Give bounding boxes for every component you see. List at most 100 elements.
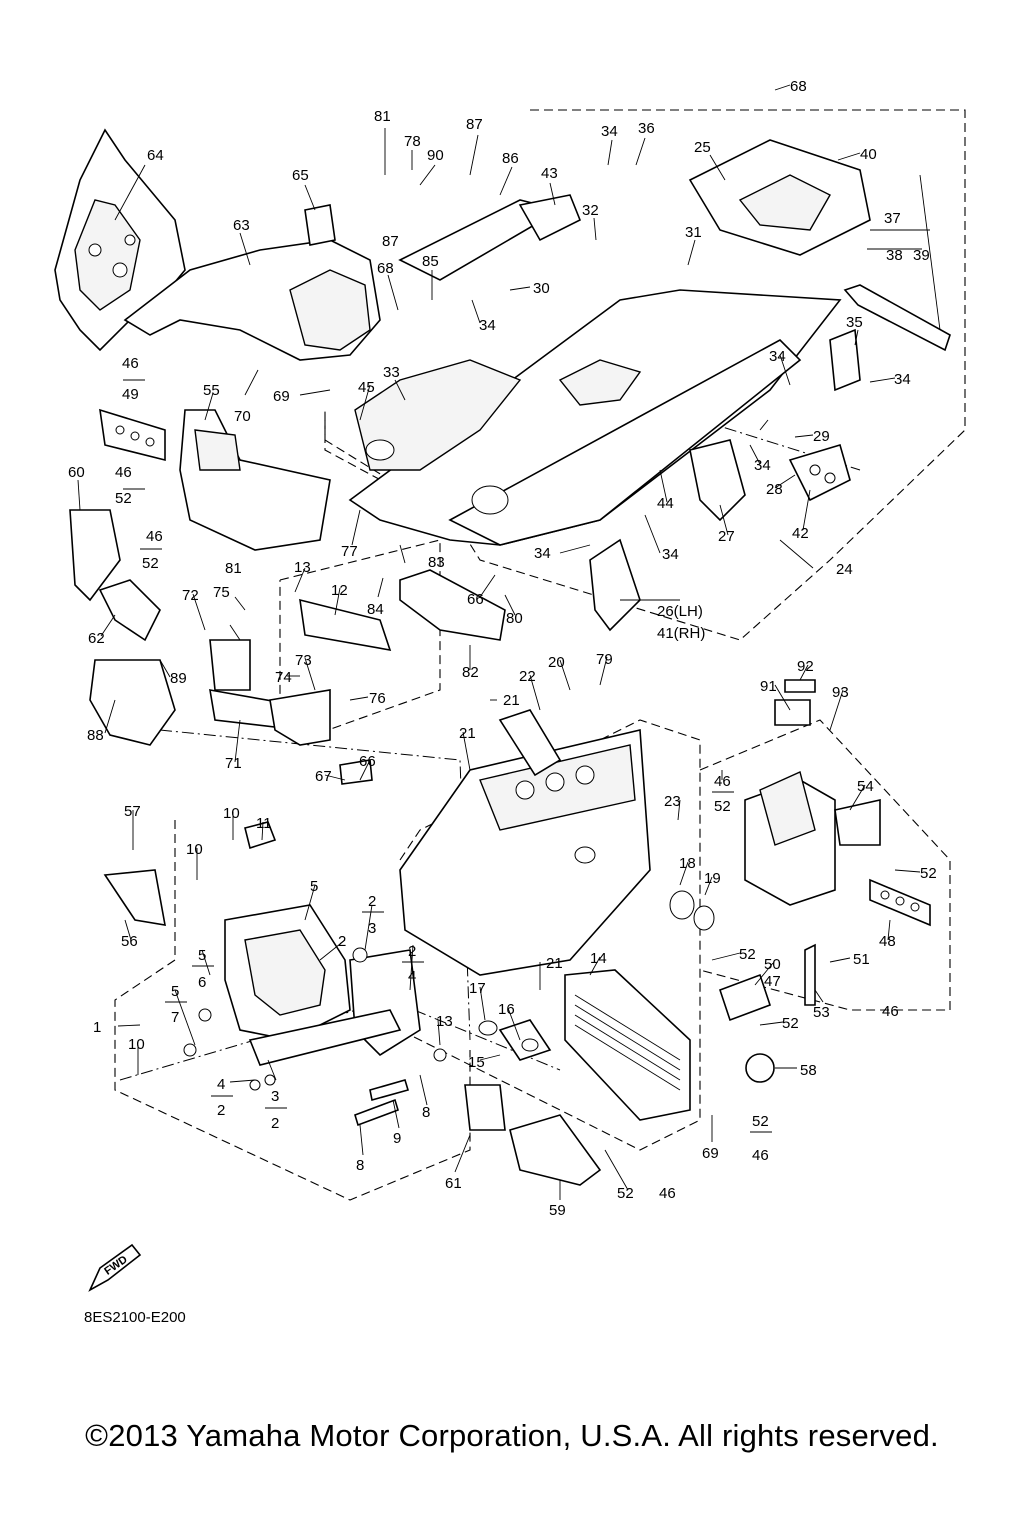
callout-50: 50	[764, 956, 781, 973]
callout-36: 36	[638, 120, 655, 137]
callout-49: 49	[122, 386, 139, 403]
callout-34: 34	[601, 123, 618, 140]
callout-65: 65	[292, 167, 309, 184]
callout-13: 13	[436, 1013, 453, 1030]
callout-26-lh: 26(LH)	[657, 603, 703, 620]
callout-68: 68	[790, 78, 807, 95]
callout-12: 12	[331, 582, 348, 599]
callout-16: 16	[498, 1001, 515, 1018]
callout-61: 61	[445, 1175, 462, 1192]
callout-82: 82	[462, 664, 479, 681]
callout-11: 11	[256, 815, 272, 832]
callout-4: 4	[408, 968, 416, 985]
callout-46: 46	[115, 464, 132, 481]
callout-56: 56	[121, 933, 138, 950]
callout-29: 29	[813, 428, 830, 445]
callout-74: 74	[275, 669, 292, 686]
callout-75: 75	[213, 584, 230, 601]
callout-38: 38	[886, 247, 903, 264]
callout-52: 52	[714, 798, 731, 815]
callout-64: 64	[147, 147, 164, 164]
callout-52: 52	[782, 1015, 799, 1032]
left-side-parts	[69, 408, 392, 926]
callout-62: 62	[88, 630, 105, 647]
callout-4: 4	[217, 1076, 225, 1093]
callout-9: 9	[393, 1130, 401, 1147]
callout-79: 79	[596, 651, 613, 668]
callout-33: 33	[383, 364, 400, 381]
callout-10: 10	[128, 1036, 145, 1053]
callout-2: 2	[408, 943, 416, 960]
callout-13: 13	[294, 559, 311, 576]
callout-54: 54	[857, 778, 874, 795]
callout-41-rh: 41(RH)	[657, 625, 705, 642]
callout-21: 21	[459, 725, 476, 742]
callout-35: 35	[846, 314, 863, 331]
callout-91: 91	[760, 678, 777, 695]
callout-27: 27	[718, 528, 735, 545]
callout-7: 7	[171, 1009, 179, 1026]
callout-52: 52	[142, 555, 159, 572]
callout-52: 52	[739, 946, 756, 963]
callout-3: 3	[368, 920, 376, 937]
callout-8: 8	[422, 1104, 430, 1121]
callout-57: 57	[124, 803, 141, 820]
callout-19: 19	[704, 870, 721, 887]
callout-32: 32	[582, 202, 599, 219]
callout-68: 68	[377, 260, 394, 277]
callout-3: 3	[271, 1088, 279, 1105]
callout-47: 47	[764, 973, 781, 990]
callout-93: 93	[832, 684, 849, 701]
callout-45: 45	[358, 379, 375, 396]
callout-34: 34	[754, 457, 771, 474]
bulkhead-assembly	[399, 709, 715, 976]
callout-34: 34	[894, 371, 911, 388]
callout-67: 67	[315, 768, 332, 785]
callout-84: 84	[367, 601, 384, 618]
callout-46: 46	[752, 1147, 769, 1164]
heat-exchanger-assembly	[464, 969, 775, 1186]
callout-46: 46	[882, 1003, 899, 1020]
diagram-code: 8ES2100-E200	[84, 1309, 186, 1326]
callout-73: 73	[295, 652, 312, 669]
callout-5: 5	[171, 983, 179, 1000]
callout-88: 88	[87, 727, 104, 744]
callout-31: 31	[685, 224, 702, 241]
callout-23: 23	[664, 793, 681, 810]
callout-5: 5	[310, 878, 318, 895]
callout-77: 77	[341, 543, 358, 560]
callout-21: 21	[503, 692, 520, 709]
callout-52: 52	[920, 865, 937, 882]
callout-51: 51	[853, 951, 870, 968]
leader-lines	[77, 84, 941, 1200]
callout-25: 25	[694, 139, 711, 156]
callout-80: 80	[506, 610, 523, 627]
callout-10: 10	[223, 805, 240, 822]
callout-72: 72	[182, 587, 199, 604]
callout-34: 34	[662, 546, 679, 563]
front-frame-assembly	[54, 128, 381, 361]
callout-1: 1	[93, 1019, 101, 1036]
callout-89: 89	[170, 670, 187, 687]
callout-21: 21	[546, 955, 563, 972]
callout-81: 81	[374, 108, 391, 125]
callout-87: 87	[382, 233, 399, 250]
callout-86: 86	[502, 150, 519, 167]
callout-46: 46	[122, 355, 139, 372]
callout-66: 66	[359, 753, 376, 770]
callout-69: 69	[273, 388, 290, 405]
callout-2: 2	[217, 1102, 225, 1119]
callout-52: 52	[752, 1113, 769, 1130]
callout-63: 63	[233, 217, 250, 234]
callout-83: 83	[428, 554, 445, 571]
callout-40: 40	[860, 146, 877, 163]
callout-15: 15	[468, 1054, 485, 1071]
callout-39: 39	[913, 247, 930, 264]
callout-34: 34	[769, 348, 786, 365]
fwd-arrow: FWD	[88, 1243, 142, 1292]
right-side-parts	[718, 679, 931, 1022]
callout-55: 55	[203, 382, 220, 399]
callout-42: 42	[792, 525, 809, 542]
callout-87: 87	[466, 116, 483, 133]
